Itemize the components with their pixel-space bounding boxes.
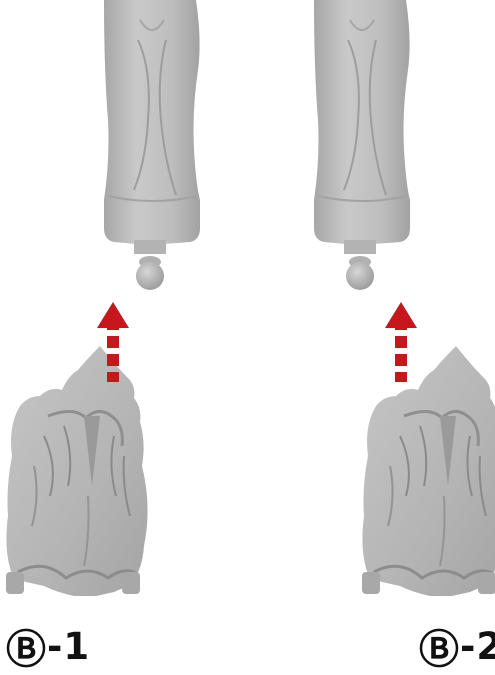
part-label-b1-suffix: -1: [47, 625, 90, 668]
circled-b-glyph: Ⓑ: [6, 617, 47, 675]
left-armor-part: [6, 346, 148, 596]
part-label-b2: Ⓑ-2: [419, 624, 495, 668]
right-armor-part: [362, 346, 495, 596]
right-attach-arrow-icon: [385, 302, 417, 382]
part-label-b2-suffix: -2: [460, 625, 495, 668]
part-label-b1: Ⓑ-1: [6, 624, 90, 668]
right-leg-part: [314, 0, 410, 290]
circled-b-glyph: Ⓑ: [419, 617, 460, 675]
left-leg-part: [104, 0, 200, 290]
